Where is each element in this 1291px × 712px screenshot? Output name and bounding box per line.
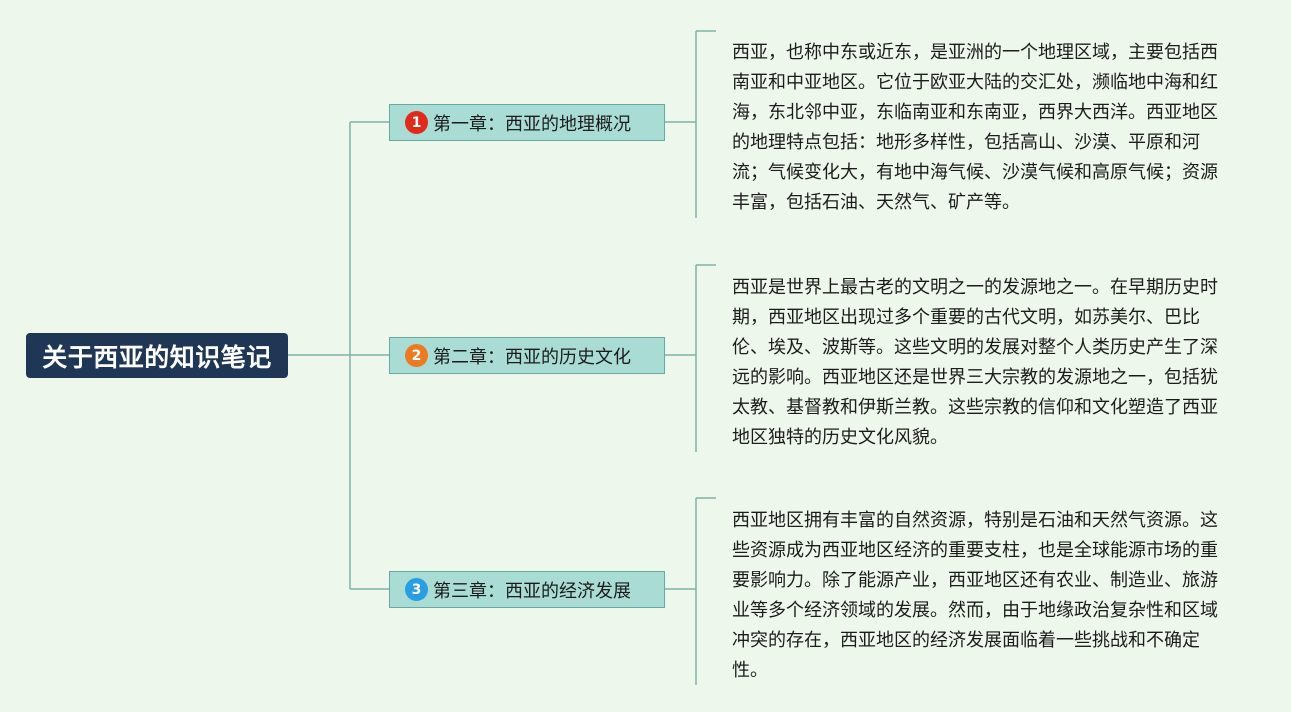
chapter-3-note[interactable]: 西亚地区拥有丰富的自然资源，特别是石油和天然气资源。这些资源成为西亚地区经济的重…: [732, 510, 1218, 681]
root-topic-title: 关于西亚的知识笔记: [42, 342, 272, 372]
chapter-3-number-badge: 3: [405, 578, 428, 601]
chapter-2-number-badge: 2: [405, 344, 428, 367]
chapter-2-note[interactable]: 西亚是世界上最古老的文明之一的发源地之一。在早期历史时期，西亚地区出现过多个重要…: [732, 277, 1218, 448]
chapter-1-number-badge: 1: [405, 111, 428, 134]
chapter-2-node[interactable]: 2 第二章：西亚的历史文化: [389, 337, 665, 374]
root-topic[interactable]: 关于西亚的知识笔记: [26, 333, 288, 378]
bracket-note-3: [665, 497, 716, 685]
chapter-1-note[interactable]: 西亚，也称中东或近东，是亚洲的一个地理区域，主要包括西南亚和中亚地区。它位于欧亚…: [732, 42, 1218, 213]
chapter-3-node[interactable]: 3 第三章：西亚的经济发展: [389, 571, 665, 608]
chapter-3-title: 第三章：西亚的经济发展: [433, 580, 631, 602]
chapter-2-title: 第二章：西亚的历史文化: [433, 346, 631, 368]
chapter-1-title: 第一章：西亚的地理概况: [433, 113, 631, 135]
bracket-note-2: [665, 264, 716, 452]
chapter-1-node[interactable]: 1 第一章：西亚的地理概况: [389, 104, 665, 141]
bracket-note-1: [665, 30, 716, 218]
